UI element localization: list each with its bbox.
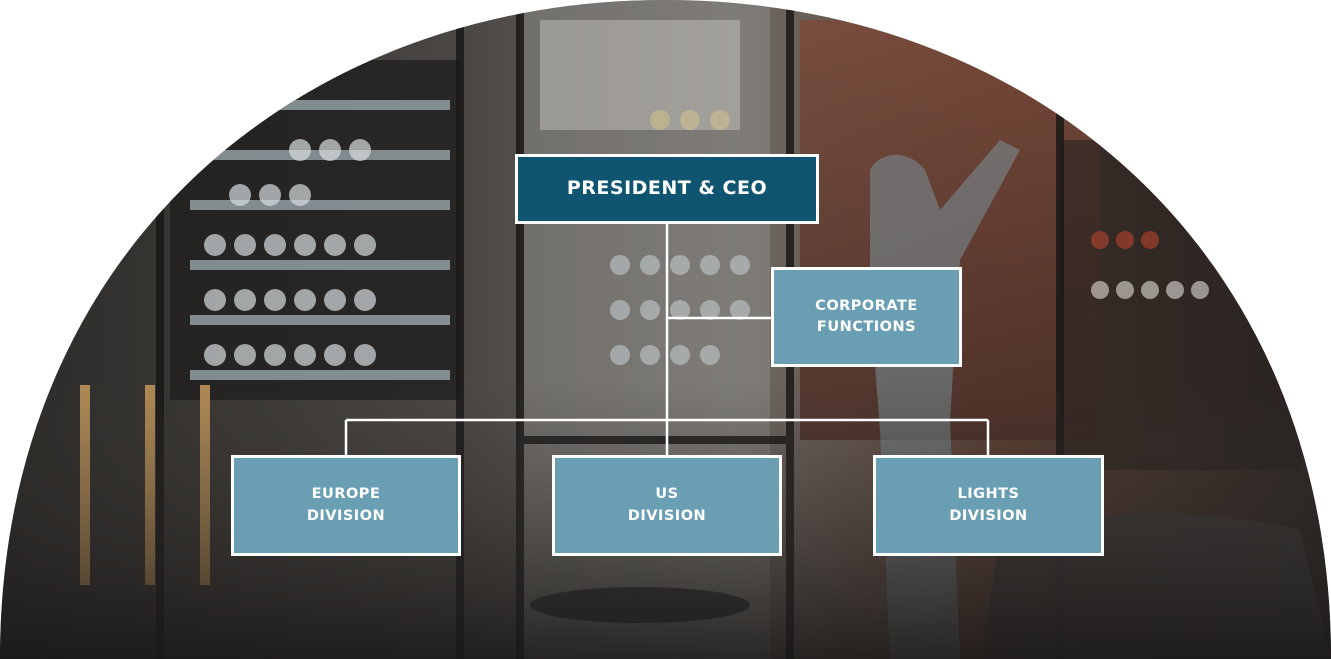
europe-division-label-line2: DIVISION (306, 507, 386, 524)
president-ceo-label: PRESIDENT & CEO (566, 177, 768, 200)
lights-division-label-line2: DIVISION (949, 507, 1028, 524)
us-division-label-line1: US (655, 486, 679, 503)
corporate-functions-label-line2: FUNCTIONS (816, 319, 917, 335)
europe-division-label-line1: EUROPE (311, 486, 381, 503)
lights-division-box: LIGHTS DIVISION (873, 455, 1104, 556)
president-ceo-box: PRESIDENT & CEO (515, 154, 819, 224)
us-division-label-line2: DIVISION (627, 507, 707, 524)
lights-division-label-line1: LIGHTS (957, 486, 1020, 503)
corporate-functions-box: CORPORATE FUNCTIONS (771, 267, 962, 367)
europe-division-box: EUROPE DIVISION (231, 455, 461, 556)
us-division-box: US DIVISION (552, 455, 782, 556)
corporate-functions-label-line1: CORPORATE (815, 297, 918, 314)
